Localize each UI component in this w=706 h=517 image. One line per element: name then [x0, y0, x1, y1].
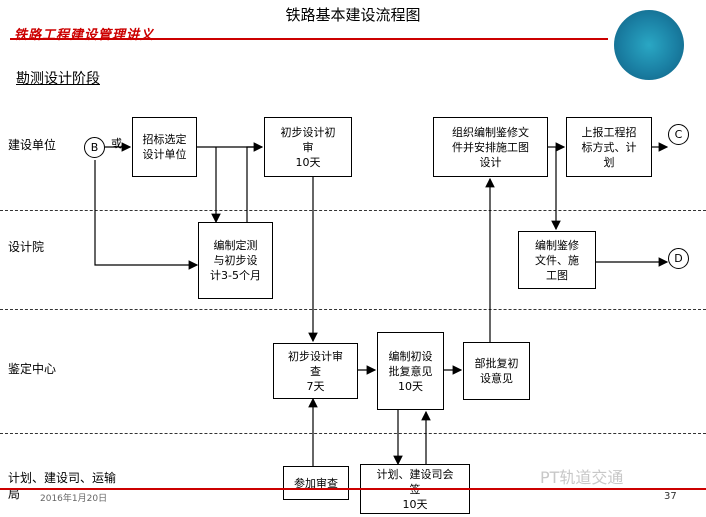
lane-divider — [0, 309, 706, 310]
box-ministry-approve: 部批复初 设意见 — [463, 342, 530, 400]
box-compile-repair: 编制鉴修 文件、施 工图 — [518, 231, 596, 289]
connector-b: B — [84, 137, 105, 158]
connector-d: D — [668, 248, 689, 269]
lane-label-ministry: 计划、建设司、运输局 — [8, 471, 117, 501]
logo-icon — [614, 10, 684, 80]
footer-divider — [0, 488, 706, 490]
watermark-text: PT轨道交通 — [540, 468, 624, 487]
lane-label-appraisal-center: 鉴定中心 — [8, 362, 57, 376]
or-label: 或 — [111, 137, 122, 150]
lane-divider — [0, 433, 706, 434]
lane-label-construction-unit: 建设单位 — [8, 138, 57, 152]
box-report-tender: 上报工程招 标方式、计 划 — [566, 117, 652, 177]
header-divider — [10, 38, 608, 40]
box-compile-survey: 编制定测 与初步设 计3-5个月 — [198, 222, 273, 299]
page-number: 37 — [664, 491, 677, 502]
lane-divider — [0, 210, 706, 211]
connector-c: C — [668, 124, 689, 145]
lane-label-design-institute: 设计院 — [8, 240, 45, 254]
box-participate-review: 参加审查 — [283, 466, 349, 500]
box-bidding: 招标选定 设计单位 — [132, 117, 197, 177]
section-heading: 勘测设计阶段 — [16, 71, 100, 87]
page-title: 铁路基本建设流程图 — [285, 6, 421, 24]
box-prelim-initial-review: 初步设计初 审 10天 — [264, 117, 352, 177]
box-compile-opinion: 编制初设 批复意见 10天 — [377, 332, 444, 410]
box-organize-repair-docs: 组织编制鉴修文 件并安排施工图 设计 — [433, 117, 548, 177]
footer-date: 2016年1月20日 — [40, 494, 108, 504]
box-center-review: 初步设计审 查 7天 — [273, 343, 358, 399]
